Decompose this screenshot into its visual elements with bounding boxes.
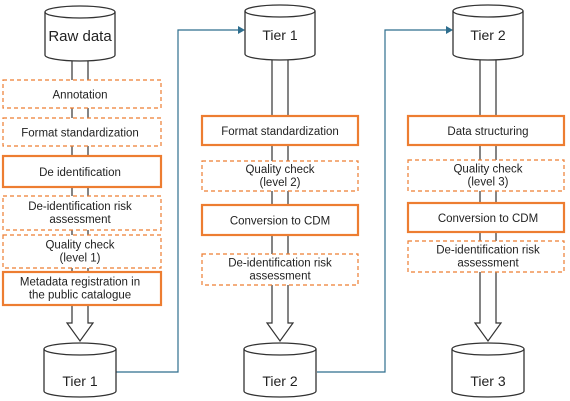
column-1-step-label: assessment: [49, 214, 111, 226]
column-1-step-label: the public catalogue: [29, 290, 131, 302]
column-2-step-box: Format standardization: [200, 114, 360, 147]
column-2-step-label: Format standardization: [221, 126, 339, 138]
column-3-step-box: Data structuring: [406, 114, 566, 147]
column-2-flow-arrow: [265, 44, 295, 343]
column-3-top-store: [452, 4, 524, 61]
column-2-top-store: [244, 4, 316, 61]
column-1-step-label: Quality check: [45, 240, 114, 252]
connector-tier2-to-column3: [317, 29, 446, 373]
column-2-step-box: Conversion to CDM: [200, 203, 360, 237]
column-2-step-label: Quality check: [245, 164, 314, 176]
column-1-step-box: Quality check(level 1): [2, 234, 162, 269]
column-2-bottom-store: [243, 342, 317, 398]
column-3-top-store-label: Tier 2: [470, 27, 505, 43]
column-1-step-label: Format standardization: [21, 128, 139, 140]
column-2-step-label: Conversion to CDM: [230, 216, 330, 228]
column-3-step-label: Data structuring: [447, 126, 528, 138]
column-3-flow-arrow: [473, 44, 503, 343]
column-2-step-box: Quality check(level 2): [201, 160, 359, 192]
column-1-step-box: De identification: [1, 154, 163, 189]
column-3-bottom-store-label: Tier 3: [470, 373, 505, 389]
column-2-step-label: De-identification risk: [228, 258, 332, 270]
column-1-step-label: De identification: [39, 167, 121, 179]
column-3-step-label: De-identification risk: [436, 245, 540, 257]
column-1-step-label: De-identification risk: [28, 201, 132, 213]
column-2-top-store-label: Tier 1: [262, 27, 297, 43]
column-1-bottom-store: [43, 342, 117, 398]
column-3-step-box: Quality check(level 3): [407, 159, 565, 192]
column-1-step-label: Metadata registration in: [20, 277, 140, 289]
column-1-top-store-label: Raw data: [48, 28, 112, 45]
column-1-step-box: Annotation: [2, 79, 162, 109]
column-2-step-label: (level 2): [260, 177, 301, 189]
column-2-step-label: assessment: [249, 271, 311, 283]
connector-tier1-to-column2: [116, 29, 238, 373]
column-1-step-label: Annotation: [53, 90, 108, 102]
connector-arrowhead: [446, 26, 453, 34]
column-3-step-label: assessment: [457, 258, 519, 270]
column-3-step-label: (level 3): [468, 177, 509, 189]
column-1-step-label: (level 1): [60, 253, 101, 265]
column-1-step-box: Format standardization: [2, 117, 162, 147]
column-3-bottom-store: [451, 342, 525, 398]
column-3-step-box: Conversion to CDM: [406, 201, 566, 234]
column-1-top-store: [44, 5, 116, 62]
connector-arrowhead: [238, 26, 245, 34]
column-1-bottom-store-label: Tier 1: [62, 373, 97, 389]
column-2-bottom-store-label: Tier 2: [262, 373, 297, 389]
column-3-step-label: Quality check: [453, 164, 522, 176]
column-3-step-label: Conversion to CDM: [438, 213, 538, 225]
